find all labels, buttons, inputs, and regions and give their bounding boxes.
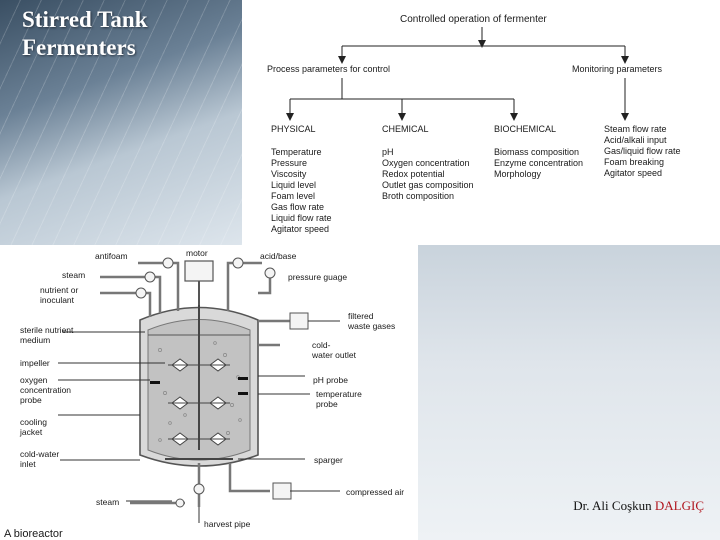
label-temp-1: temperature [316, 389, 362, 399]
bioreactor-caption: A bioreactor [4, 528, 63, 540]
slide-title: Stirred Tank Fermenters [22, 6, 242, 62]
temperature-probe [238, 392, 248, 395]
label-cold-in-2: inlet [20, 459, 36, 469]
parameter-tree-svg: Controlled operation of fermenter Proces… [267, 14, 681, 234]
label-impeller: impeller [20, 358, 50, 368]
label-oxygen-2: concentration [20, 385, 71, 395]
oxygen-probe [150, 381, 160, 384]
author-surname: DALGIÇ [654, 498, 704, 513]
gas-filter-icon [289, 312, 309, 330]
biochemical-item: Morphology [494, 169, 542, 179]
tree-process-params: Process parameters for control [267, 64, 390, 74]
monitoring-item: Acid/alkali input [604, 135, 667, 145]
label-cold-in-1: cold-water [20, 449, 59, 459]
decorative-panel [418, 245, 720, 540]
physical-heading: PHYSICAL [271, 124, 316, 134]
motor-icon [184, 260, 214, 282]
label-temp-2: probe [316, 399, 338, 409]
biochemical-heading: BIOCHEMICAL [494, 124, 556, 134]
label-steam-top: steam [62, 270, 85, 280]
label-nutrient-2: inoculant [40, 295, 75, 305]
bioreactor-diagram: antifoam motor acid/base steam pressure … [0, 245, 418, 540]
physical-item: Foam level [271, 191, 315, 201]
label-cooling-2: jacket [19, 427, 43, 437]
monitoring-item: Steam flow rate [604, 124, 667, 134]
label-cold-out-2: water outlet [311, 350, 357, 360]
label-nutrient-1: nutrient or [40, 285, 78, 295]
label-antifoam: antifoam [95, 251, 128, 261]
chemical-item: pH [382, 147, 394, 157]
label-oxygen-3: probe [20, 395, 42, 405]
title-panel-texture [0, 0, 242, 245]
label-pointers [58, 320, 340, 523]
label-steam-bottom: steam [96, 497, 119, 507]
physical-item: Liquid flow rate [271, 213, 332, 223]
label-ph-probe: pH probe [313, 375, 348, 385]
label-oxygen-1: oxygen [20, 375, 48, 385]
slide-title-line-2: Fermenters [22, 35, 136, 60]
biochemical-item: Biomass composition [494, 147, 579, 157]
label-pressure-gauge: pressure guage [288, 272, 347, 282]
label-cooling-1: cooling [20, 417, 47, 427]
chemical-item: Redox potential [382, 169, 445, 179]
air-filter-icon [272, 482, 292, 500]
valves [135, 257, 276, 508]
bubbles [158, 341, 242, 442]
chemical-item: Outlet gas composition [382, 180, 474, 190]
chemical-item: Oxygen concentration [382, 158, 470, 168]
author-name: Dr. Ali Coşkun [573, 498, 655, 513]
slide-title-line-1: Stirred Tank [22, 7, 148, 32]
title-panel [0, 0, 242, 245]
physical-item: Agitator speed [271, 224, 329, 234]
label-compressed-air: compressed air [346, 487, 404, 497]
label-acid-base: acid/base [260, 251, 297, 261]
label-cold-out-1: cold- [312, 340, 331, 350]
physical-item: Pressure [271, 158, 307, 168]
label-sterile-1: sterile nutrient [20, 325, 74, 335]
physical-item: Gas flow rate [271, 202, 324, 212]
label-filtered-2: waste gases [347, 321, 395, 331]
label-filtered-1: filtered [348, 311, 374, 321]
monitoring-item: Agitator speed [604, 168, 662, 178]
chemical-item: Broth composition [382, 191, 454, 201]
label-harvest-pipe: harvest pipe [204, 519, 251, 529]
monitoring-item: Gas/liquid flow rate [604, 146, 681, 156]
chemical-heading: CHEMICAL [382, 124, 429, 134]
physical-item: Temperature [271, 147, 322, 157]
tree-monitoring-params: Monitoring parameters [572, 64, 663, 74]
monitoring-item: Foam breaking [604, 157, 664, 167]
parameter-tree: Controlled operation of fermenter Proces… [242, 0, 720, 245]
label-motor: motor [186, 248, 208, 258]
inlet-pipes [100, 261, 290, 507]
tree-root: Controlled operation of fermenter [400, 14, 547, 25]
label-sterile-2: medium [20, 335, 50, 345]
label-sparger: sparger [314, 455, 343, 465]
biochemical-item: Enzyme concentration [494, 158, 583, 168]
physical-item: Liquid level [271, 180, 316, 190]
author-credit: Dr. Ali Coşkun DALGIÇ [573, 498, 704, 514]
physical-item: Viscosity [271, 169, 307, 179]
ph-probe [238, 377, 248, 380]
